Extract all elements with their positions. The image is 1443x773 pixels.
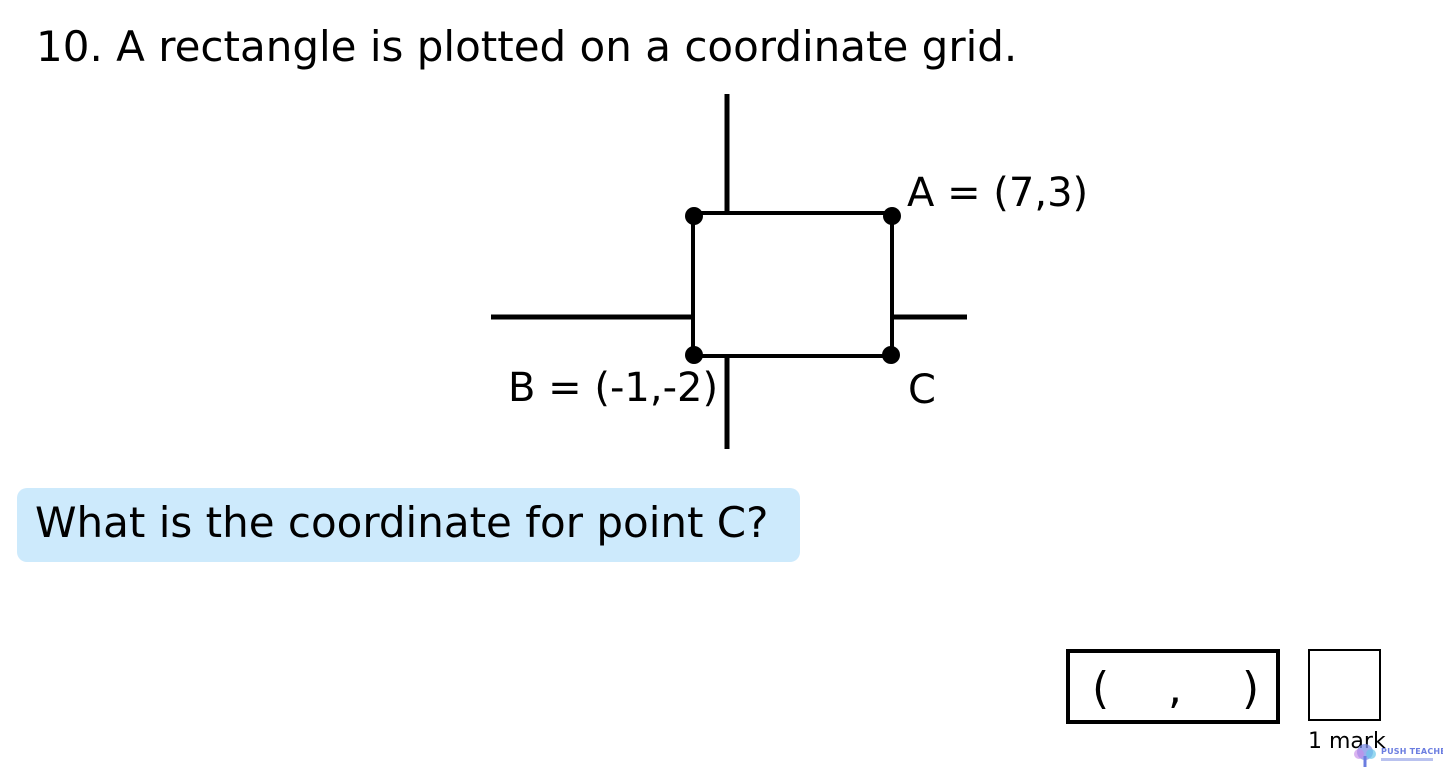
question-title: 10. A rectangle is plotted on a coordina… <box>36 22 1018 71</box>
point-a-label: A = (7,3) <box>907 170 1088 216</box>
mark-box[interactable] <box>1308 649 1381 721</box>
push-teacher-logo: PUSH TEACHER <box>1351 743 1443 769</box>
vertex-b <box>685 346 703 364</box>
vertex-a <box>883 207 901 225</box>
logo-text: PUSH TEACHER <box>1381 747 1443 756</box>
answer-comma: , <box>1168 663 1182 714</box>
answer-input-box[interactable]: ( , ) <box>1066 649 1280 724</box>
tree-logo-icon <box>1354 744 1376 767</box>
vertex-top-left <box>685 207 703 225</box>
question-prompt: What is the coordinate for point C? <box>17 488 800 562</box>
point-c-label: C <box>908 367 936 413</box>
answer-close-paren: ) <box>1242 663 1260 714</box>
rectangle <box>691 211 894 358</box>
answer-open-paren: ( <box>1092 663 1110 714</box>
question-prompt-text: What is the coordinate for point C? <box>35 498 769 547</box>
vertex-c <box>882 346 900 364</box>
point-b-label: B = (-1,-2) <box>508 365 718 411</box>
logo-tagline-line <box>1381 758 1433 761</box>
